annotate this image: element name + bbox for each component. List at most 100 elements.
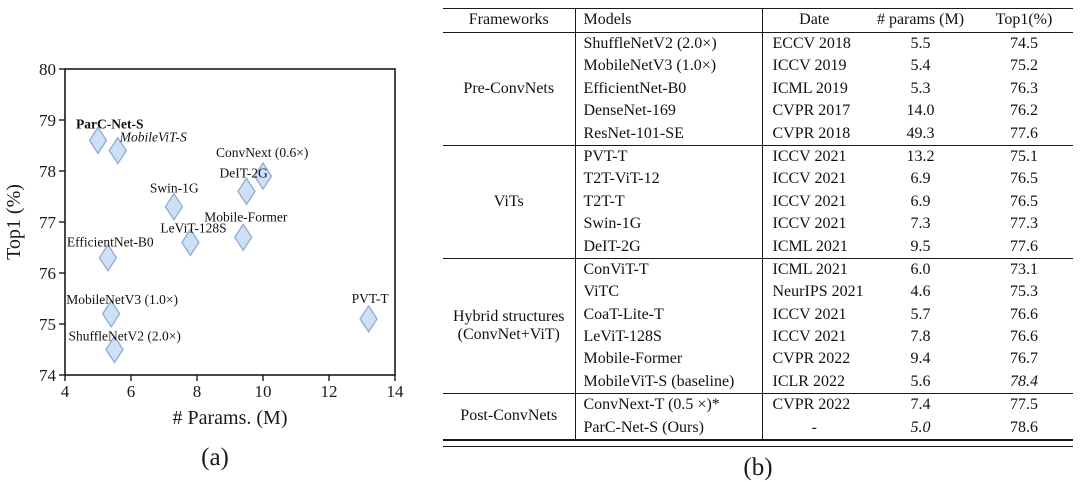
table-row: Swin-1G ICCV 2021 7.3 77.3 (443, 213, 1073, 236)
top1-cell: 77.5 (975, 393, 1073, 417)
scatter-point (237, 177, 256, 206)
model-cell: ConvNext-T (0.5 ×)* (575, 393, 763, 417)
point-label: PVT-T (352, 291, 390, 306)
top1-cell: 76.5 (1010, 170, 1038, 188)
scatter-point (101, 299, 121, 328)
y-tick-label: 78 (39, 162, 56, 181)
date-cell: ICCV 2021 (772, 215, 847, 233)
caption-b: (b) (743, 454, 773, 482)
scatter-point (164, 192, 184, 221)
date-cell: ECCV 2018 (772, 35, 851, 52)
params-cell: 7.3 (910, 215, 931, 233)
params-cell: 7.4 (866, 393, 975, 417)
params-cell: 13.2 (866, 144, 975, 169)
point-label: ShuffleNetV2 (2.0×) (69, 329, 181, 344)
top1-cell: 77.6 (1010, 124, 1038, 142)
y-tick-label: 75 (39, 315, 56, 334)
model-cell: EfficientNet-B0 (575, 77, 763, 101)
model-cell: Swin-1G (575, 213, 763, 236)
date-cell: NeurIPS 2021 (772, 283, 864, 301)
table-row: LeViT-128S ICCV 2021 7.8 76.6 (443, 326, 1073, 349)
params-cell: 7.8 (910, 328, 931, 346)
params-cell: 49.3 (906, 124, 935, 142)
point-label: MobileViT-S (119, 130, 187, 145)
top1-cell: 74.5 (1010, 35, 1038, 52)
scatter-point (108, 136, 128, 165)
params-cell: 4.6 (910, 283, 931, 301)
date-cell: ICCV 2019 (772, 57, 847, 75)
framework-cell: Pre-ConvNets (443, 32, 576, 146)
point-label: EfficientNet-B0 (67, 235, 154, 250)
date-cell: ICCV 2021 (772, 305, 847, 323)
top1-cell: 76.2 (1010, 102, 1038, 120)
model-cell: ShuffleNetV2 (2.0×) (575, 32, 763, 56)
table-row: T2T-ViT-12 ICCV 2021 6.9 76.5 (443, 168, 1073, 191)
y-tick-label: 74 (39, 366, 57, 385)
model-cell: DenseNet-169 (575, 100, 763, 123)
params-cell: 6.9 (910, 192, 931, 210)
date-cell: ICML 2019 (772, 79, 848, 97)
table-row: EfficientNet-B0 ICML 2019 5.3 76.3 (443, 77, 1073, 101)
top1-cell: 73.1 (975, 257, 1073, 282)
y-tick-label: 76 (39, 264, 56, 283)
point-label: Mobile-Former (204, 209, 288, 224)
table-bottom-rule (443, 446, 1073, 448)
header-params: # params (M) (866, 8, 975, 33)
model-cell: MobileNetV3 (1.0×) (575, 55, 763, 78)
params-cell: 6.9 (910, 170, 931, 188)
model-cell: DeIT-2G (575, 235, 763, 259)
date-cell: CVPR 2018 (772, 124, 851, 142)
date-cell: CVPR 2022 (762, 393, 866, 417)
y-axis-label: Top1 (%) (3, 184, 25, 260)
model-cell: LeViT-128S (575, 326, 763, 349)
date-cell: ICCV 2021 (772, 170, 847, 188)
scatter-point (359, 304, 378, 334)
scatter-point (105, 335, 124, 364)
framework-cell: Hybrid structures (ConvNet+ViT) (443, 257, 576, 394)
top1-cell: 76.5 (1010, 192, 1038, 210)
model-cell: T2T-T (575, 190, 763, 214)
scatter-point (253, 161, 273, 191)
x-tick-label: 12 (321, 382, 338, 401)
params-cell: 5.4 (910, 57, 931, 75)
top1-cell: 76.6 (1010, 328, 1038, 346)
header-date: Date (762, 8, 866, 33)
y-tick-label: 77 (39, 213, 57, 232)
date-cell: ICCV 2021 (772, 192, 847, 210)
x-tick-label: 10 (255, 382, 272, 401)
x-axis-label: # Params. (M) (173, 407, 288, 429)
top1-cell: 78.6 (1010, 418, 1038, 436)
top1-cell: 77.3 (1010, 215, 1038, 233)
point-label: LeViT-128S (160, 220, 226, 235)
date-cell: ICCV 2021 (772, 328, 847, 346)
top1-cell: 75.1 (975, 144, 1073, 169)
model-cell: ConViT-T (575, 257, 763, 282)
y-tick-label: 80 (39, 60, 56, 79)
model-cell: CoaT-Lite-T (575, 303, 763, 327)
model-cell: Mobile-Former (575, 348, 763, 371)
model-cell: ParC-Net-S (Ours) (575, 416, 763, 441)
top1-cell: 76.7 (1010, 350, 1038, 368)
date-cell: - (811, 418, 817, 436)
table-row: T2T-T ICCV 2021 6.9 76.5 (443, 190, 1073, 214)
top1-cell: 76.3 (1010, 79, 1038, 97)
params-cell: 9.4 (910, 350, 931, 368)
date-cell: ICML 2021 (762, 257, 866, 282)
top1-cell: 76.6 (1010, 305, 1038, 323)
model-cell: T2T-ViT-12 (575, 168, 763, 191)
params-cell: 5.3 (910, 79, 931, 97)
